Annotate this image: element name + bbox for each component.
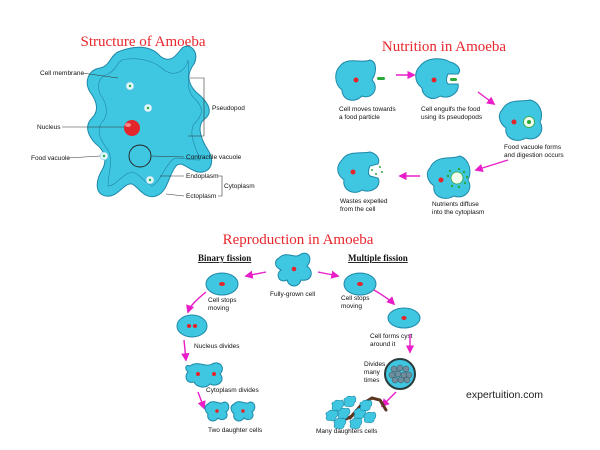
binary-daughter-cells	[204, 401, 256, 422]
leader-food-vacuole	[67, 155, 101, 159]
nutrition-cell-5	[337, 151, 383, 193]
nutrition-step-1-line-2: a food particle	[339, 114, 380, 121]
structure-nucleus	[124, 120, 140, 136]
multiple-cell-1	[343, 272, 377, 296]
binary-arrow-1	[186, 291, 207, 314]
multiple-divided-cyst	[384, 358, 416, 390]
nutrition-step-1-line-1: Cell moves towards	[339, 106, 396, 113]
binary-cell-3	[185, 362, 223, 388]
binary-step-2: Nucleus divides	[194, 343, 240, 350]
multiple-arrow-1	[373, 289, 396, 306]
multiple-step-3-line-2: many	[364, 369, 381, 376]
nutrition-step-4-line-1: Nutrients diffuse	[432, 201, 479, 208]
nutrition-step-3-line-1: Food vacuole forms	[504, 144, 562, 151]
label-nucleus: Nucleus	[37, 124, 61, 131]
multiple-step-3-line-1: Divides	[364, 361, 386, 368]
multiple-step-2-line-2: around it	[370, 341, 395, 348]
ectoplasm-boundary	[98, 58, 202, 187]
nutrition-step-5-line-2: from the cell	[340, 206, 376, 213]
label-cytoplasm: Cytoplasm	[224, 183, 255, 190]
multiple-step-1-line-2: moving	[341, 303, 362, 310]
label-food-vacuole: Food vacuole	[31, 155, 70, 162]
structure-title: Structure of Amoeba	[81, 34, 206, 50]
binary-arrow-3	[197, 391, 206, 410]
nutrition-cell-3	[498, 99, 543, 141]
bracket-cytoplasm	[218, 175, 223, 197]
nutrition-step-2-line-2: using its pseudopods	[421, 114, 483, 121]
arrow-to-multiple	[317, 270, 340, 279]
fully-grown-cell-label: Fully-grown cell	[270, 291, 316, 298]
food-vacuoles	[99, 81, 155, 185]
food-particle-1	[377, 77, 385, 80]
nutrition-step-5-line-1: Wastes expelled	[340, 198, 388, 205]
multiple-daughter-cells	[325, 395, 388, 430]
binary-step-1-line-2: moving	[208, 305, 229, 312]
multiple-step-4: Many daughters cells	[316, 428, 378, 435]
binary-step-4: Two daughter cells	[208, 427, 263, 434]
leader-contractile	[150, 155, 185, 158]
structure-amoeba-body	[86, 45, 213, 198]
nutrition-step-3-line-2: and digestion occurs	[504, 152, 564, 159]
binary-arrow-2	[181, 339, 190, 362]
nutrition-arrow-3	[474, 159, 509, 173]
leader-cell-membrane	[81, 72, 119, 79]
arrow-to-binary	[244, 270, 267, 279]
binary-step-1-line-1: Cell stops	[208, 297, 237, 304]
nutrition-cell-2	[415, 58, 461, 99]
nutrition-arrow-2	[477, 91, 496, 106]
multiple-cyst-cell	[387, 307, 421, 329]
nucleus-highlight	[125, 123, 131, 127]
bracket-pseudopod	[188, 77, 205, 137]
label-contractile-vacuole: Contractile vacuole	[186, 154, 242, 161]
binary-step-3: Cytoplasm divides	[206, 387, 259, 394]
multiple-arrow-3	[380, 391, 397, 408]
label-endoplasm: Endoplasm	[186, 173, 219, 180]
multiple-step-2-line-1: Cell forms cyst	[370, 333, 413, 340]
multiple-step-3-line-3: times	[364, 377, 380, 384]
binary-cell-2	[176, 314, 208, 338]
nutrition-cell-1	[335, 59, 376, 101]
nutrition-step-2-line-1: Cell engulfs the food	[421, 106, 481, 113]
nutrition-cell-4	[426, 155, 471, 199]
watermark: expertuition.com	[466, 389, 543, 401]
multiple-step-1-line-1: Cell stops	[341, 295, 370, 302]
fully-grown-cell	[275, 252, 312, 287]
label-ectoplasm: Ectoplasm	[186, 193, 216, 200]
multiple-fission-title: Multiple fission	[348, 253, 408, 263]
nutrition-title: Nutrition in Amoeba	[382, 39, 506, 55]
leader-ectoplasm	[165, 193, 185, 197]
label-cell-membrane: Cell membrane	[40, 70, 84, 77]
binary-cell-1	[205, 272, 239, 296]
reproduction-title: Reproduction in Amoeba	[223, 232, 374, 248]
binary-fission-title: Binary fission	[198, 253, 251, 263]
label-pseudopod: Pseudopod	[212, 105, 245, 112]
nutrition-step-4-line-2: into the cytoplasm	[432, 209, 484, 216]
